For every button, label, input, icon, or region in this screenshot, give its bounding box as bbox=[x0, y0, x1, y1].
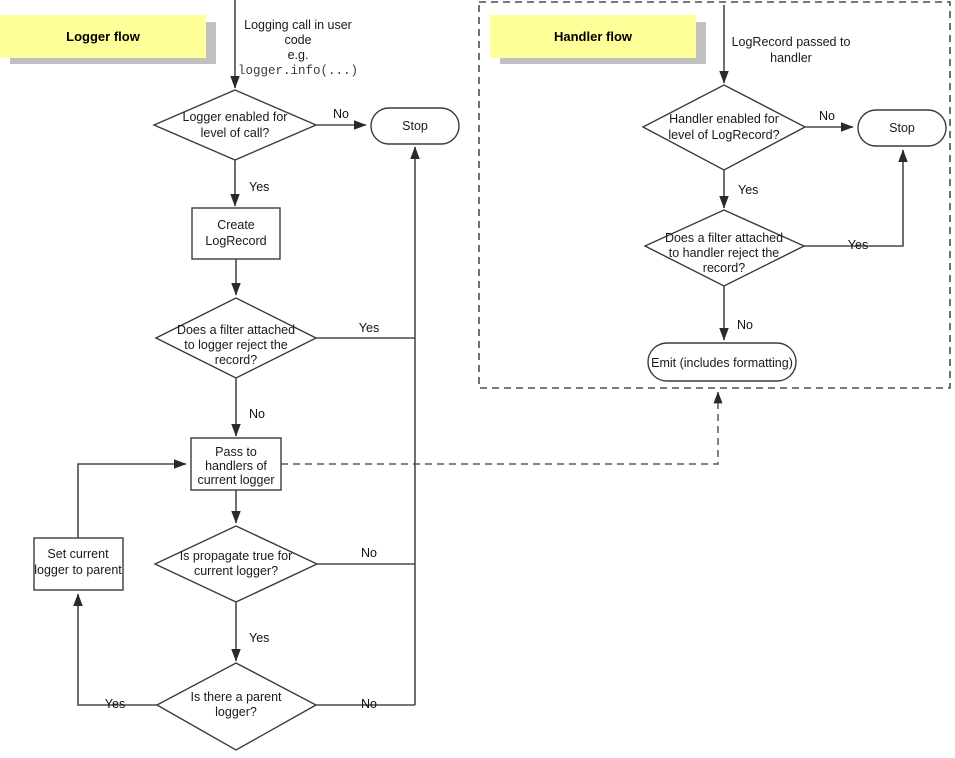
handler-entry-note-line2: handler bbox=[770, 51, 812, 65]
edge-label-handler-enabled-yes: Yes bbox=[738, 183, 758, 197]
set-current-logger-line1: Set current bbox=[47, 547, 109, 561]
edge-pass-to-handler-flow bbox=[281, 391, 723, 465]
handler-filter-line1: Does a filter attached bbox=[665, 231, 783, 245]
edge-label-logger-enabled-no: No bbox=[333, 107, 349, 121]
handler-banner-label: Handler flow bbox=[554, 29, 633, 44]
edge-label-handler-filter-no: No bbox=[737, 318, 753, 332]
logger-enabled-line2: level of call? bbox=[201, 126, 270, 140]
logger-filter-line2: to logger reject the bbox=[184, 338, 288, 352]
edge-is-parent-yes bbox=[73, 593, 157, 706]
edge-label-is-parent-yes: Yes bbox=[105, 697, 125, 711]
edge-handler-filter-yes bbox=[804, 149, 908, 247]
node-is-parent-logger[interactable]: Is there a parent logger? bbox=[155, 662, 318, 751]
logger-banner-box bbox=[0, 15, 206, 58]
is-propagate-line2: current logger? bbox=[194, 564, 278, 578]
edge-label-handler-filter-yes: Yes bbox=[848, 238, 868, 252]
node-logger-stop[interactable]: Stop bbox=[370, 107, 460, 145]
node-create-logrecord[interactable]: Create LogRecord bbox=[191, 207, 281, 260]
is-propagate-line1: Is propagate true for bbox=[180, 549, 293, 563]
node-handler-stop[interactable]: Stop bbox=[857, 109, 947, 147]
pass-to-handlers-line3: current logger bbox=[197, 473, 274, 487]
logger-entry-note-line2: code bbox=[284, 33, 311, 47]
logger-entry-note-code: logger.info(...) bbox=[238, 64, 358, 78]
handler-flow-region bbox=[478, 1, 951, 389]
handler-banner-box bbox=[490, 15, 696, 58]
edge-label-is-parent-no: No bbox=[361, 697, 377, 711]
node-set-current-logger-parent[interactable]: Set current logger to parent bbox=[33, 537, 124, 591]
node-handler-enabled[interactable]: Handler enabled for level of LogRecord? bbox=[641, 84, 807, 171]
create-logrecord-line1: Create bbox=[217, 218, 255, 232]
handler-enabled-line1: Handler enabled for bbox=[669, 112, 779, 126]
is-parent-logger-line1: Is there a parent bbox=[190, 690, 282, 704]
pass-to-handlers-line1: Pass to bbox=[215, 445, 257, 459]
handler-entry-note-line1: LogRecord passed to bbox=[732, 35, 851, 49]
handler-flow-banner: Handler flow bbox=[490, 15, 706, 64]
logger-entry-note-line1: Logging call in user bbox=[244, 18, 352, 32]
logger-filter-line3: record? bbox=[215, 353, 257, 367]
logger-enabled-line1: Logger enabled for bbox=[183, 110, 288, 124]
edge-label-is-propagate-no: No bbox=[361, 546, 377, 560]
edge-label-logger-filter-yes: Yes bbox=[359, 321, 379, 335]
logger-stop-label: Stop bbox=[402, 119, 428, 133]
emit-label: Emit (includes formatting) bbox=[651, 356, 793, 370]
logger-entry-note-line3: e.g. bbox=[288, 48, 309, 62]
handler-filter-line3: record? bbox=[703, 261, 745, 275]
node-handler-filter[interactable]: Does a filter attached to handler reject… bbox=[643, 209, 806, 287]
handler-filter-line2: to handler reject the bbox=[669, 246, 780, 260]
logger-filter-line1: Does a filter attached bbox=[177, 323, 295, 337]
edge-label-logger-filter-no: No bbox=[249, 407, 265, 421]
logger-enabled-diamond[interactable] bbox=[152, 89, 318, 161]
edge-label-logger-enabled-yes: Yes bbox=[249, 180, 269, 194]
set-current-logger-line2: logger to parent bbox=[34, 563, 122, 577]
logger-flow-banner: Logger flow bbox=[0, 15, 216, 64]
node-pass-to-handlers[interactable]: Pass to handlers of current logger bbox=[190, 437, 282, 491]
handler-stop-box[interactable] bbox=[857, 109, 947, 147]
edge-set-current-logger-loop bbox=[77, 459, 187, 538]
node-logger-enabled[interactable]: Logger enabled for level of call? bbox=[152, 89, 318, 161]
pass-to-handlers-box[interactable] bbox=[190, 437, 282, 491]
emit-box[interactable] bbox=[647, 342, 797, 382]
node-logger-filter[interactable]: Does a filter attached to logger reject … bbox=[154, 297, 318, 379]
edge-label-is-propagate-yes: Yes bbox=[249, 631, 269, 645]
handler-enabled-line2: level of LogRecord? bbox=[668, 128, 779, 142]
node-emit[interactable]: Emit (includes formatting) bbox=[647, 342, 797, 382]
node-is-propagate[interactable]: Is propagate true for current logger? bbox=[153, 525, 319, 603]
handler-entry-note: LogRecord passed to handler bbox=[732, 35, 851, 65]
is-parent-logger-diamond[interactable] bbox=[155, 662, 318, 751]
logger-banner-label: Logger flow bbox=[66, 29, 141, 44]
pass-to-handlers-line2: handlers of bbox=[205, 459, 267, 473]
create-logrecord-line2: LogRecord bbox=[205, 234, 266, 248]
logger-stop-box[interactable] bbox=[370, 107, 460, 145]
is-parent-logger-line2: logger? bbox=[215, 705, 257, 719]
logger-entry-note: Logging call in user code e.g. logger.in… bbox=[238, 18, 358, 78]
edge-label-handler-enabled-no: No bbox=[819, 109, 835, 123]
set-current-logger-box[interactable] bbox=[33, 537, 124, 591]
handler-stop-label: Stop bbox=[889, 121, 915, 135]
